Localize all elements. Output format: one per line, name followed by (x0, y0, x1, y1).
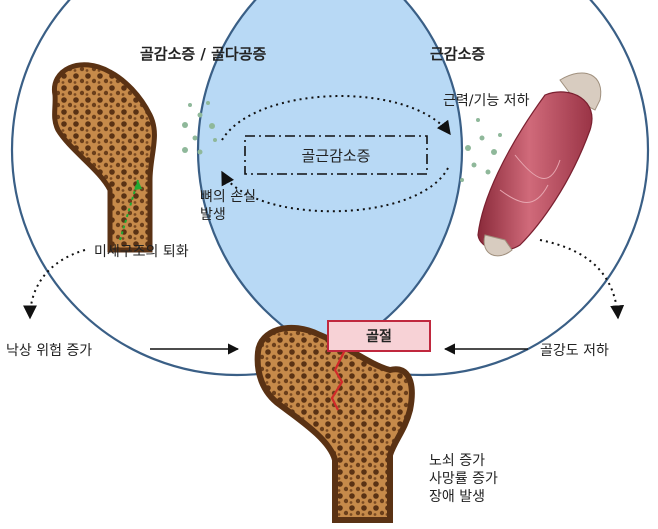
center-label: 골근감소증 (301, 146, 371, 165)
bone-loss-line-2: 발생 (200, 207, 226, 223)
fracture-box: 골절 (327, 320, 431, 352)
femur-head-illustration (52, 62, 157, 253)
venn-right-circle (196, 0, 650, 377)
fall-risk-label: 낙상 위험 증가 (6, 343, 93, 359)
outcomes-list: 노쇠 증가 사망률 증가 장애 발생 (429, 452, 498, 506)
venn-overlap (198, 0, 462, 375)
outcome-mortality: 사망률 증가 (429, 471, 498, 487)
fractured-femur-illustration (254, 324, 415, 523)
center-cycle (221, 95, 451, 213)
bone-loss-dots (182, 101, 217, 155)
muscle-illustration (477, 72, 602, 257)
muscle-decline-label: 근력/기능 저하 (443, 93, 530, 109)
bone-loss-line-1: 뼈의 손실 (200, 189, 256, 205)
bone-loss-label: 뼈의 손실 발생 (200, 188, 256, 224)
bone-strength-label: 골강도 저하 (540, 343, 609, 359)
center-box-border (244, 135, 428, 175)
venn-left-circle (10, 0, 464, 377)
outcome-frailty: 노쇠 증가 (429, 453, 485, 469)
muscle-decline-dots (460, 118, 502, 182)
right-circle-title: 근감소증 (430, 45, 486, 63)
outer-arrows (23, 239, 625, 355)
outcome-disability: 장애 발생 (429, 489, 485, 505)
micro-structure-label: 미세구조의 퇴화 (94, 244, 189, 260)
left-circle-title: 골감소증 / 골다공증 (140, 45, 267, 63)
